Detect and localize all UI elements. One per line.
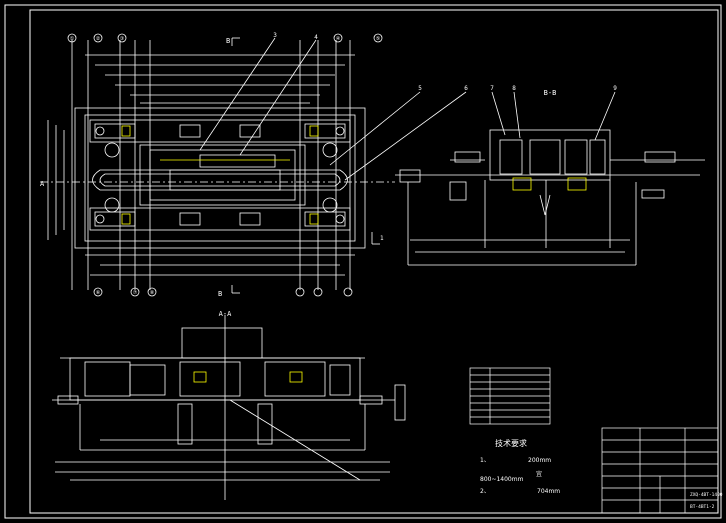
tech-note-1-suffix: 宜 xyxy=(536,470,542,478)
tech-note-1-prefix: 1、 xyxy=(480,457,490,464)
tech-note-1-value: 200mm xyxy=(528,457,551,464)
view-arrow-digit: 1 xyxy=(380,235,384,242)
section-bb-view xyxy=(395,129,705,266)
balloon-label: ① xyxy=(70,36,75,42)
parts-table xyxy=(469,367,551,425)
leader-numbers-upper: 3 4 5 6 7 8 9 xyxy=(273,32,617,92)
balloon-label: ⑧ xyxy=(150,290,155,296)
tech-note-3-value: 704mm xyxy=(537,488,560,495)
leader-number: 8 xyxy=(512,85,516,92)
title-block-sheet: BT-4BT1-2 xyxy=(690,504,715,510)
title-block-code: ZXQ-4BT-1400 xyxy=(690,492,723,498)
view-letter-a: A xyxy=(40,180,45,188)
section-aa-title: A-A xyxy=(219,310,232,318)
balloons-bottom-labels: ⑥ ⑦ ⑧ xyxy=(96,290,155,296)
balloons-bottom-row xyxy=(93,287,353,297)
leader-number: 6 xyxy=(464,85,468,92)
leader-number: 3 xyxy=(273,32,277,39)
tech-notes-title: 技术要求 xyxy=(495,438,527,448)
plan-highlights xyxy=(121,125,319,225)
tech-note-2: 800~1400mm xyxy=(480,476,524,483)
leader-number: 5 xyxy=(418,85,422,92)
technical-requirements: 技术要求 1、 200mm 宜 800~1400mm 2、 704mm xyxy=(480,438,560,495)
section-aa-view xyxy=(52,315,406,500)
balloon-label: ⑦ xyxy=(133,290,138,296)
leader-number: 7 xyxy=(490,85,494,92)
section-bb-title: B-B xyxy=(544,89,557,97)
title-block xyxy=(601,427,719,514)
section-aa-highlights xyxy=(193,371,303,383)
balloon-label: ③ xyxy=(120,36,125,42)
view-letter-b-top: B xyxy=(226,37,230,45)
leader-number: 4 xyxy=(314,34,318,41)
tech-note-3-prefix: 2、 xyxy=(480,488,490,495)
balloons-top-row: ① ② ③ ④ ⑤ xyxy=(67,33,383,43)
balloon-label: ⑥ xyxy=(96,290,101,296)
balloon-label: ② xyxy=(96,36,101,42)
sheet-border xyxy=(4,4,722,519)
section-bb-highlights xyxy=(512,177,587,191)
leader-number: 9 xyxy=(613,85,617,92)
sheet-inner-border xyxy=(29,9,719,514)
plan-view xyxy=(40,37,395,294)
leader-lines-upper xyxy=(199,37,616,181)
balloon-label: ⑤ xyxy=(376,36,381,42)
balloon-label: ④ xyxy=(336,36,341,42)
view-letter-b-bottom: B xyxy=(218,290,222,298)
